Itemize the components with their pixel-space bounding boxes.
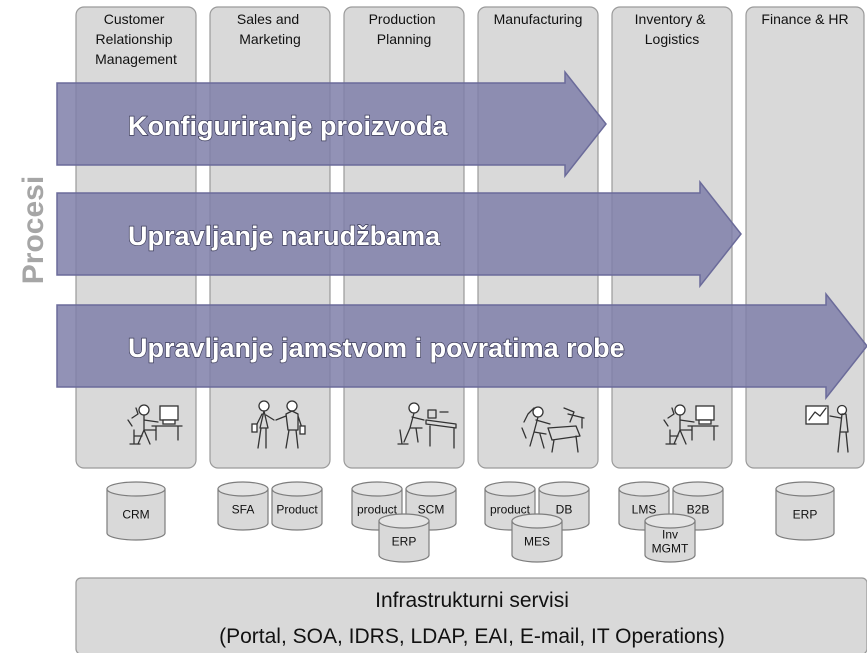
database-label: product xyxy=(357,503,398,517)
database-label: ERP xyxy=(793,508,818,522)
column-title: Production Planning xyxy=(369,11,440,47)
database-cylinder-sfa: SFA xyxy=(217,481,269,531)
column-finance-and-hr: Finance & HR xyxy=(745,6,865,469)
presenter-at-chart-icon xyxy=(805,404,849,453)
database-label: CRM xyxy=(122,508,149,522)
infrastructure-services-bar: Infrastrukturni servisi (Portal, SOA, ID… xyxy=(75,577,867,653)
side-label-procesi: Procesi xyxy=(17,176,50,284)
infrastructure-subtitle: (Portal, SOA, IDRS, LDAP, EAI, E-mail, I… xyxy=(219,625,725,648)
database-cylinder-erp: ERP xyxy=(378,513,430,563)
process-label: Konfiguriranje proizvoda xyxy=(128,111,449,141)
database-label: DB xyxy=(556,503,573,517)
database-label: ERP xyxy=(392,535,417,549)
database-label: Product xyxy=(276,503,318,517)
column-title: Customer Relationship Management xyxy=(95,11,177,67)
database-cylinder-crm: CRM xyxy=(106,481,166,541)
handshake-icon xyxy=(251,400,306,449)
process-arrow-upravljanje-narudzbama: Upravljanje narudžbama xyxy=(56,179,742,289)
column-title: Inventory & Logistics xyxy=(635,11,710,47)
database-label: MES xyxy=(524,535,550,549)
database-label: LMS xyxy=(632,503,657,517)
process-label: Upravljanje jamstvom i povratima robe xyxy=(128,333,625,363)
database-label: SFA xyxy=(232,503,255,517)
person-at-computer-icon xyxy=(663,404,719,445)
process-arrow-upravljanje-jamstvom-i-povratima-robe: Upravljanje jamstvom i povratima robe xyxy=(56,291,867,401)
database-label: SCM xyxy=(418,503,445,517)
database-cylinder-erp: ERP xyxy=(775,481,835,541)
person-at-computer-icon xyxy=(127,404,183,445)
process-arrow-konfiguriranje-proizvoda: Konfiguriranje proizvoda xyxy=(56,69,607,179)
systems-layer: CRM SFA Product product SCM ERP product DB MES LM… xyxy=(106,481,835,563)
infrastructure-title: Infrastrukturni servisi xyxy=(375,589,569,612)
database-cylinder-mes: MES xyxy=(511,513,563,563)
person-at-machine-icon xyxy=(521,406,585,453)
column-title: Sales and Marketing xyxy=(237,11,303,47)
column-title: Finance & HR xyxy=(761,11,848,27)
database-label: product xyxy=(490,503,531,517)
person-at-desk-icon xyxy=(397,402,457,449)
process-label: Upravljanje narudžbama xyxy=(128,221,441,251)
column-title: Manufacturing xyxy=(494,11,583,27)
database-label: B2B xyxy=(687,503,710,517)
database-cylinder-product: Product xyxy=(271,481,323,531)
